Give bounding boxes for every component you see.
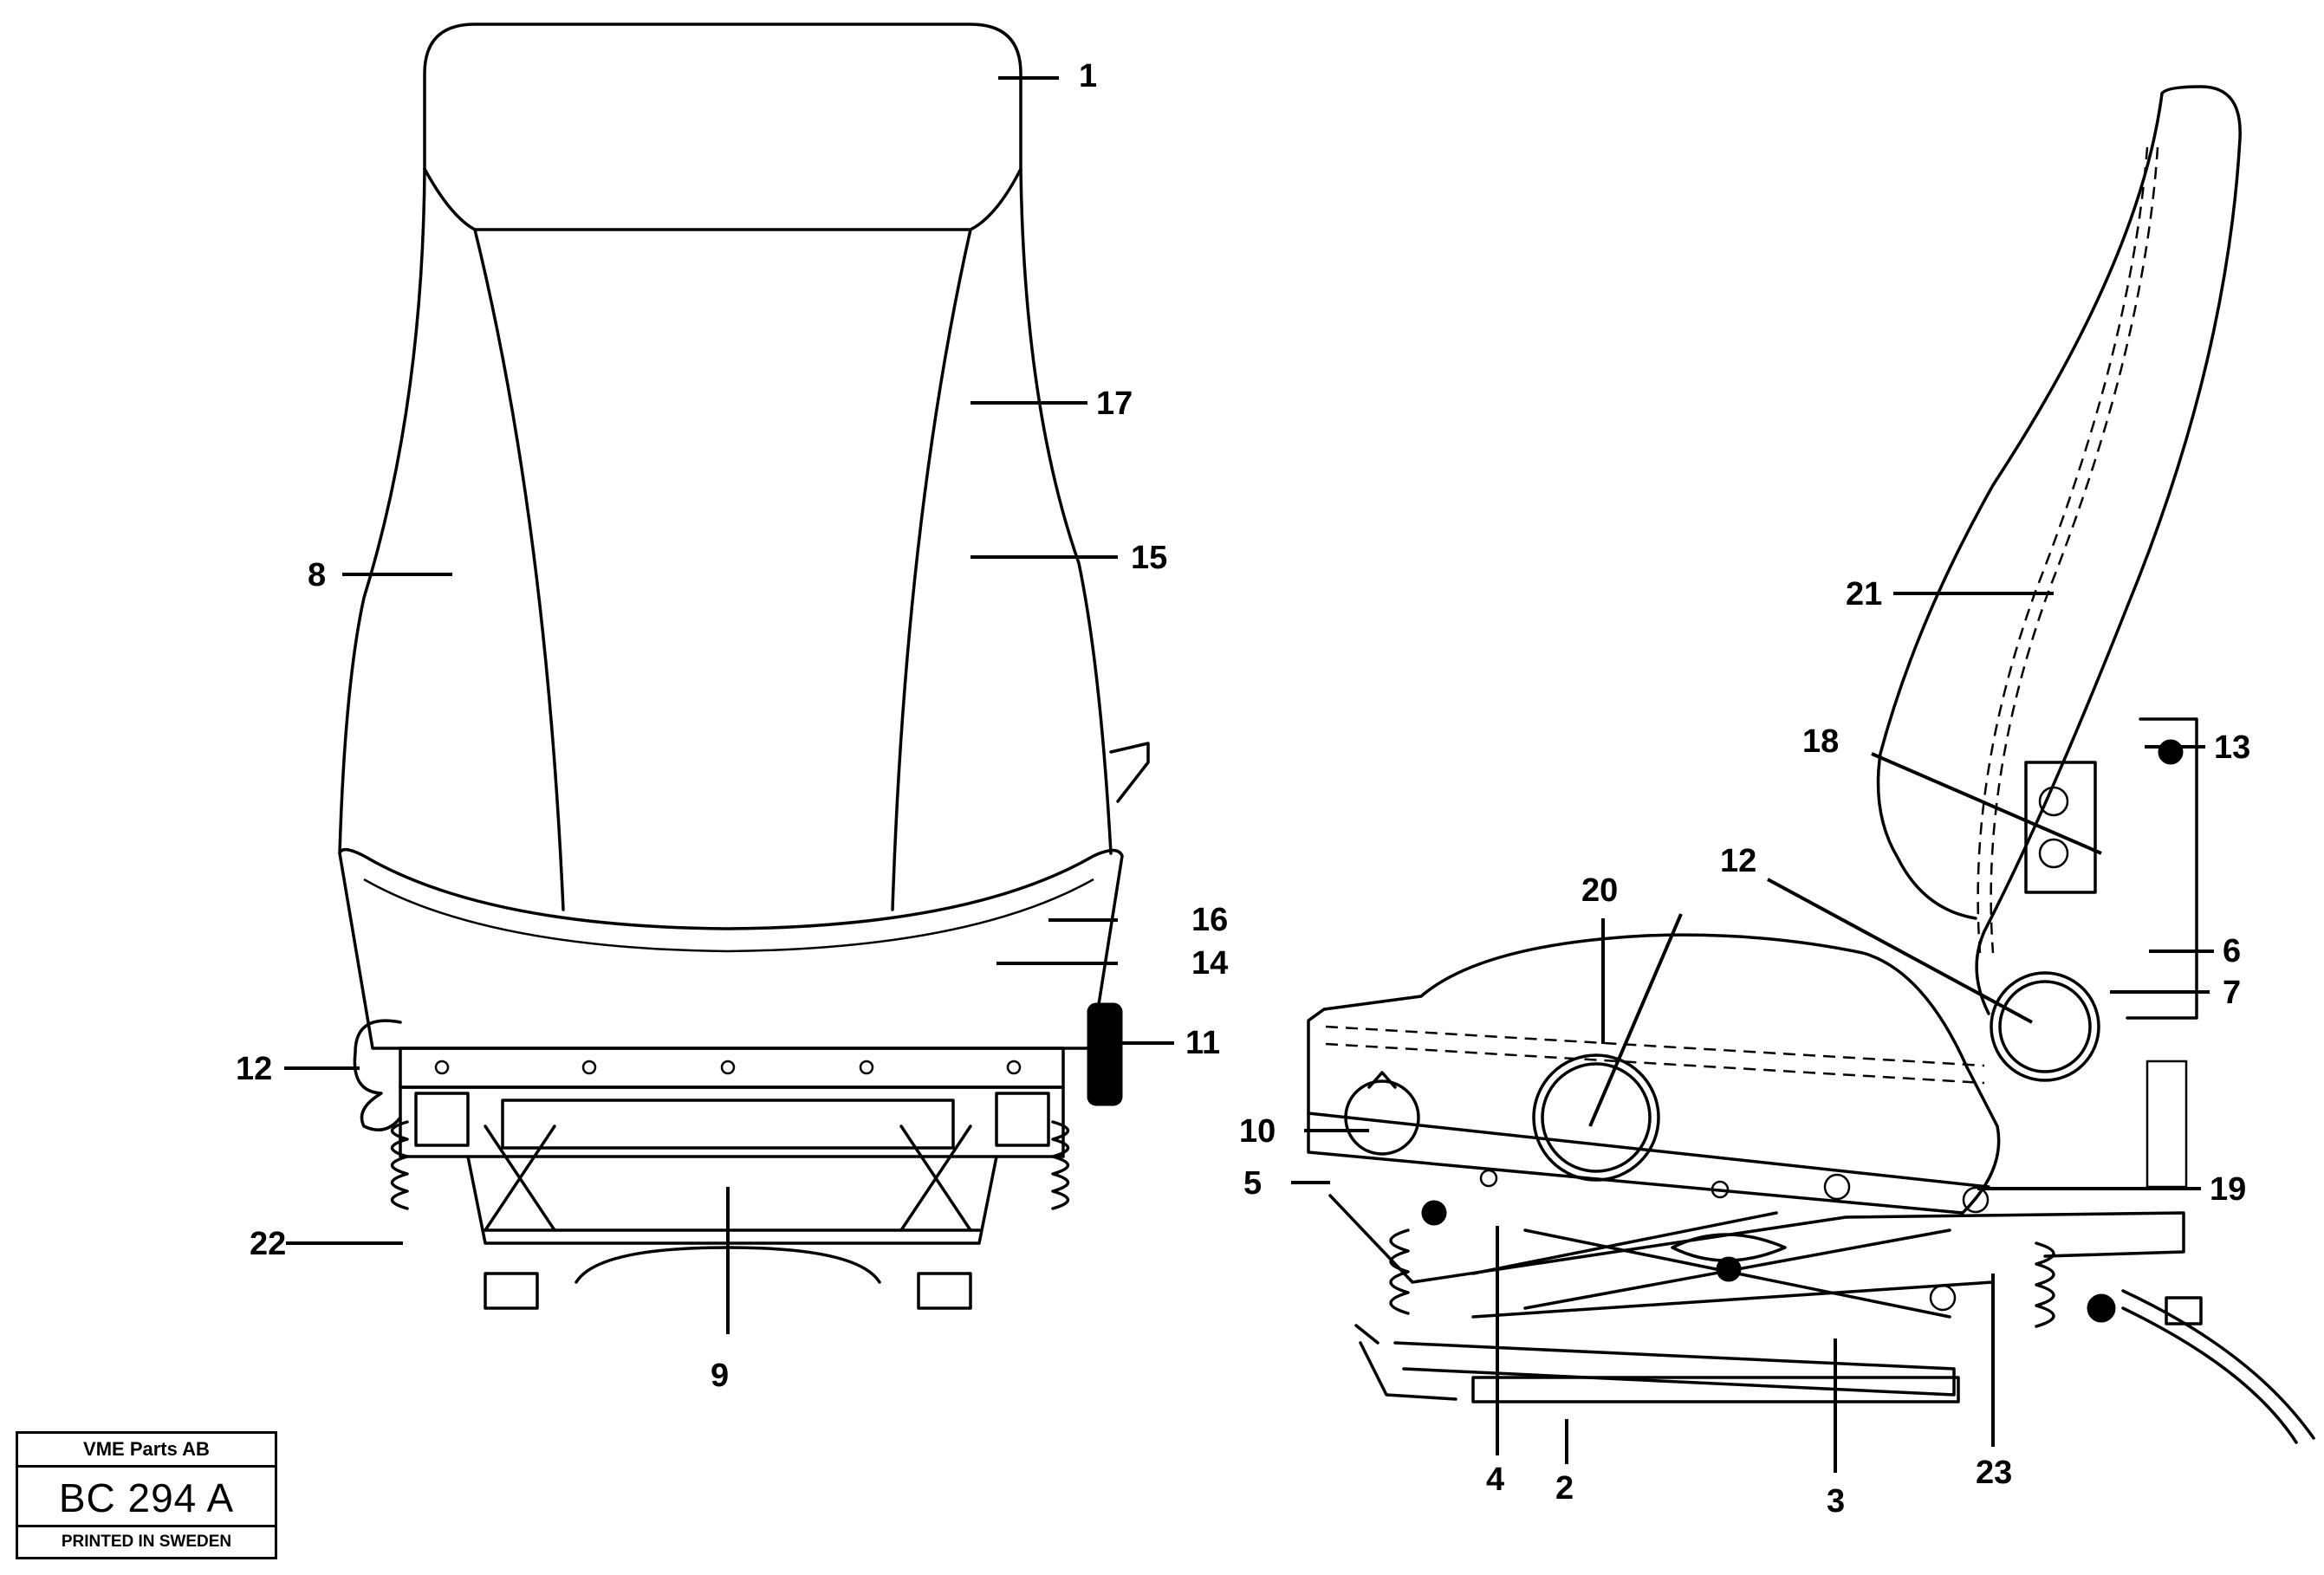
callout-20: 20	[1581, 872, 1618, 909]
callouts-side: 21 13 18 12 20 6 7 10 5 19 4 2 3 23	[1239, 576, 2250, 1520]
seat-cushion	[338, 847, 1124, 1050]
callout-19: 19	[2210, 1171, 2246, 1208]
side-view-seat	[1307, 85, 2315, 1444]
callout-17: 17	[1096, 386, 1133, 422]
callout-12-front: 12	[236, 1051, 272, 1087]
callout-10: 10	[1239, 1113, 1276, 1150]
callout-6: 6	[2223, 933, 2241, 969]
print-note: PRINTED IN SWEDEN	[18, 1525, 275, 1557]
leaders-front	[284, 76, 1174, 1334]
backrest-side	[1975, 85, 2242, 1015]
callout-5: 5	[1243, 1165, 1262, 1202]
callouts-front: 1 17 15 8 16 14 11 12 22 9	[236, 58, 1228, 1394]
callout-21: 21	[1846, 576, 1882, 612]
callout-3: 3	[1827, 1483, 1845, 1520]
callout-15: 15	[1131, 540, 1167, 576]
front-view-seat	[338, 23, 1150, 1310]
callout-9: 9	[711, 1358, 729, 1394]
callout-13: 13	[2214, 729, 2250, 766]
leaders-side	[1291, 592, 2214, 1473]
callout-7: 7	[2223, 975, 2241, 1011]
backrest-outline	[338, 167, 1113, 855]
callout-2: 2	[1555, 1470, 1574, 1507]
callout-14: 14	[1191, 945, 1228, 982]
backrest-center-panel	[473, 228, 972, 911]
callout-12-side: 12	[1720, 843, 1756, 879]
callout-16: 16	[1191, 902, 1228, 938]
headrest	[423, 23, 1022, 171]
callout-1: 1	[1079, 58, 1097, 94]
seat-body-side	[1307, 933, 2001, 1215]
callout-23: 23	[1976, 1455, 2012, 1491]
backrest-frame-hidden	[1990, 146, 2159, 954]
callout-4: 4	[1486, 1462, 1504, 1498]
callout-11: 11	[1185, 1025, 1220, 1061]
callout-18: 18	[1802, 723, 1839, 760]
company-name: VME Parts AB	[18, 1434, 275, 1468]
title-block: VME Parts AB BC 294 A PRINTED IN SWEDEN	[16, 1431, 277, 1559]
callout-22: 22	[250, 1226, 286, 1262]
drawing-number: BC 294 A	[58, 1475, 235, 1520]
callout-8: 8	[308, 557, 326, 593]
